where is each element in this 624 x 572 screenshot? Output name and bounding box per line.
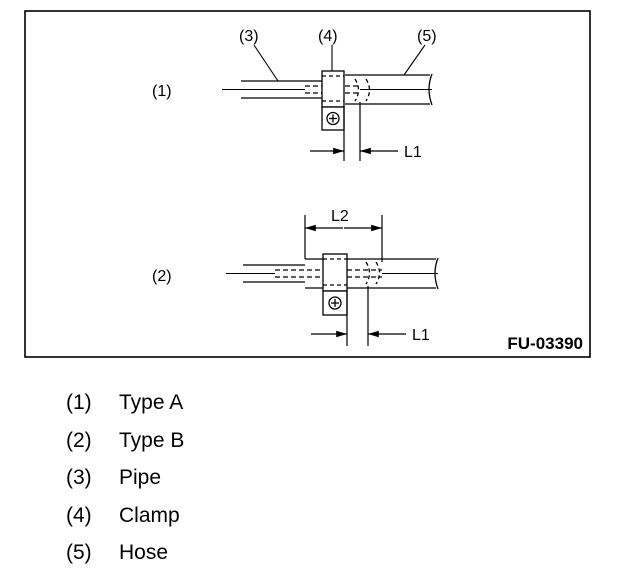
callout-type-a: (1) [152,83,172,100]
dimension-l1-a: L1 [404,144,422,161]
diagram: (3) (4) (5) (1) L1 [24,10,591,358]
figure-code: FU-03390 [507,334,583,353]
legend: (1) Type A (2) Type B (3) Pipe (4) Clamp (5)… [66,384,184,572]
legend-number: (2) [66,428,92,452]
legend-number: (5) [66,541,92,564]
dimension-l1-b: L1 [412,327,430,344]
clamp-a [321,70,345,131]
legend-item: (5) Hose [66,534,184,572]
l2-dimension [304,215,383,262]
l1-dimension-a [310,102,398,161]
hose-a [345,73,433,106]
type-a-assembly: (3) (4) (5) (1) L1 [152,28,437,161]
leaders-a [253,44,426,82]
dimension-l2: L2 [331,208,349,225]
callout-hose: (5) [417,28,437,45]
callout-clamp: (4) [318,28,338,45]
legend-item: (4) Clamp [66,497,184,535]
callout-pipe: (3) [239,28,259,45]
pipe-b [243,264,382,283]
callout-type-b: (2) [152,268,172,285]
legend-number: (1) [66,391,92,414]
legend-text: Type A [119,391,184,414]
legend-item: (3) Pipe [66,459,184,497]
type-b-assembly: (2) L2 L1 [152,208,439,346]
clamp-b [322,253,348,316]
legend-number: (3) [66,466,92,489]
legend-text: Type B [119,428,185,452]
legend-text: Clamp [119,503,180,527]
figure-frame [24,10,591,358]
legend-item: (1) Type A [66,384,184,422]
legend-item: (2) Type B [66,422,184,460]
l1-dimension-b [311,286,406,346]
legend-text: Pipe [119,466,162,489]
legend-text: Hose [119,541,169,564]
legend-number: (4) [66,503,92,527]
